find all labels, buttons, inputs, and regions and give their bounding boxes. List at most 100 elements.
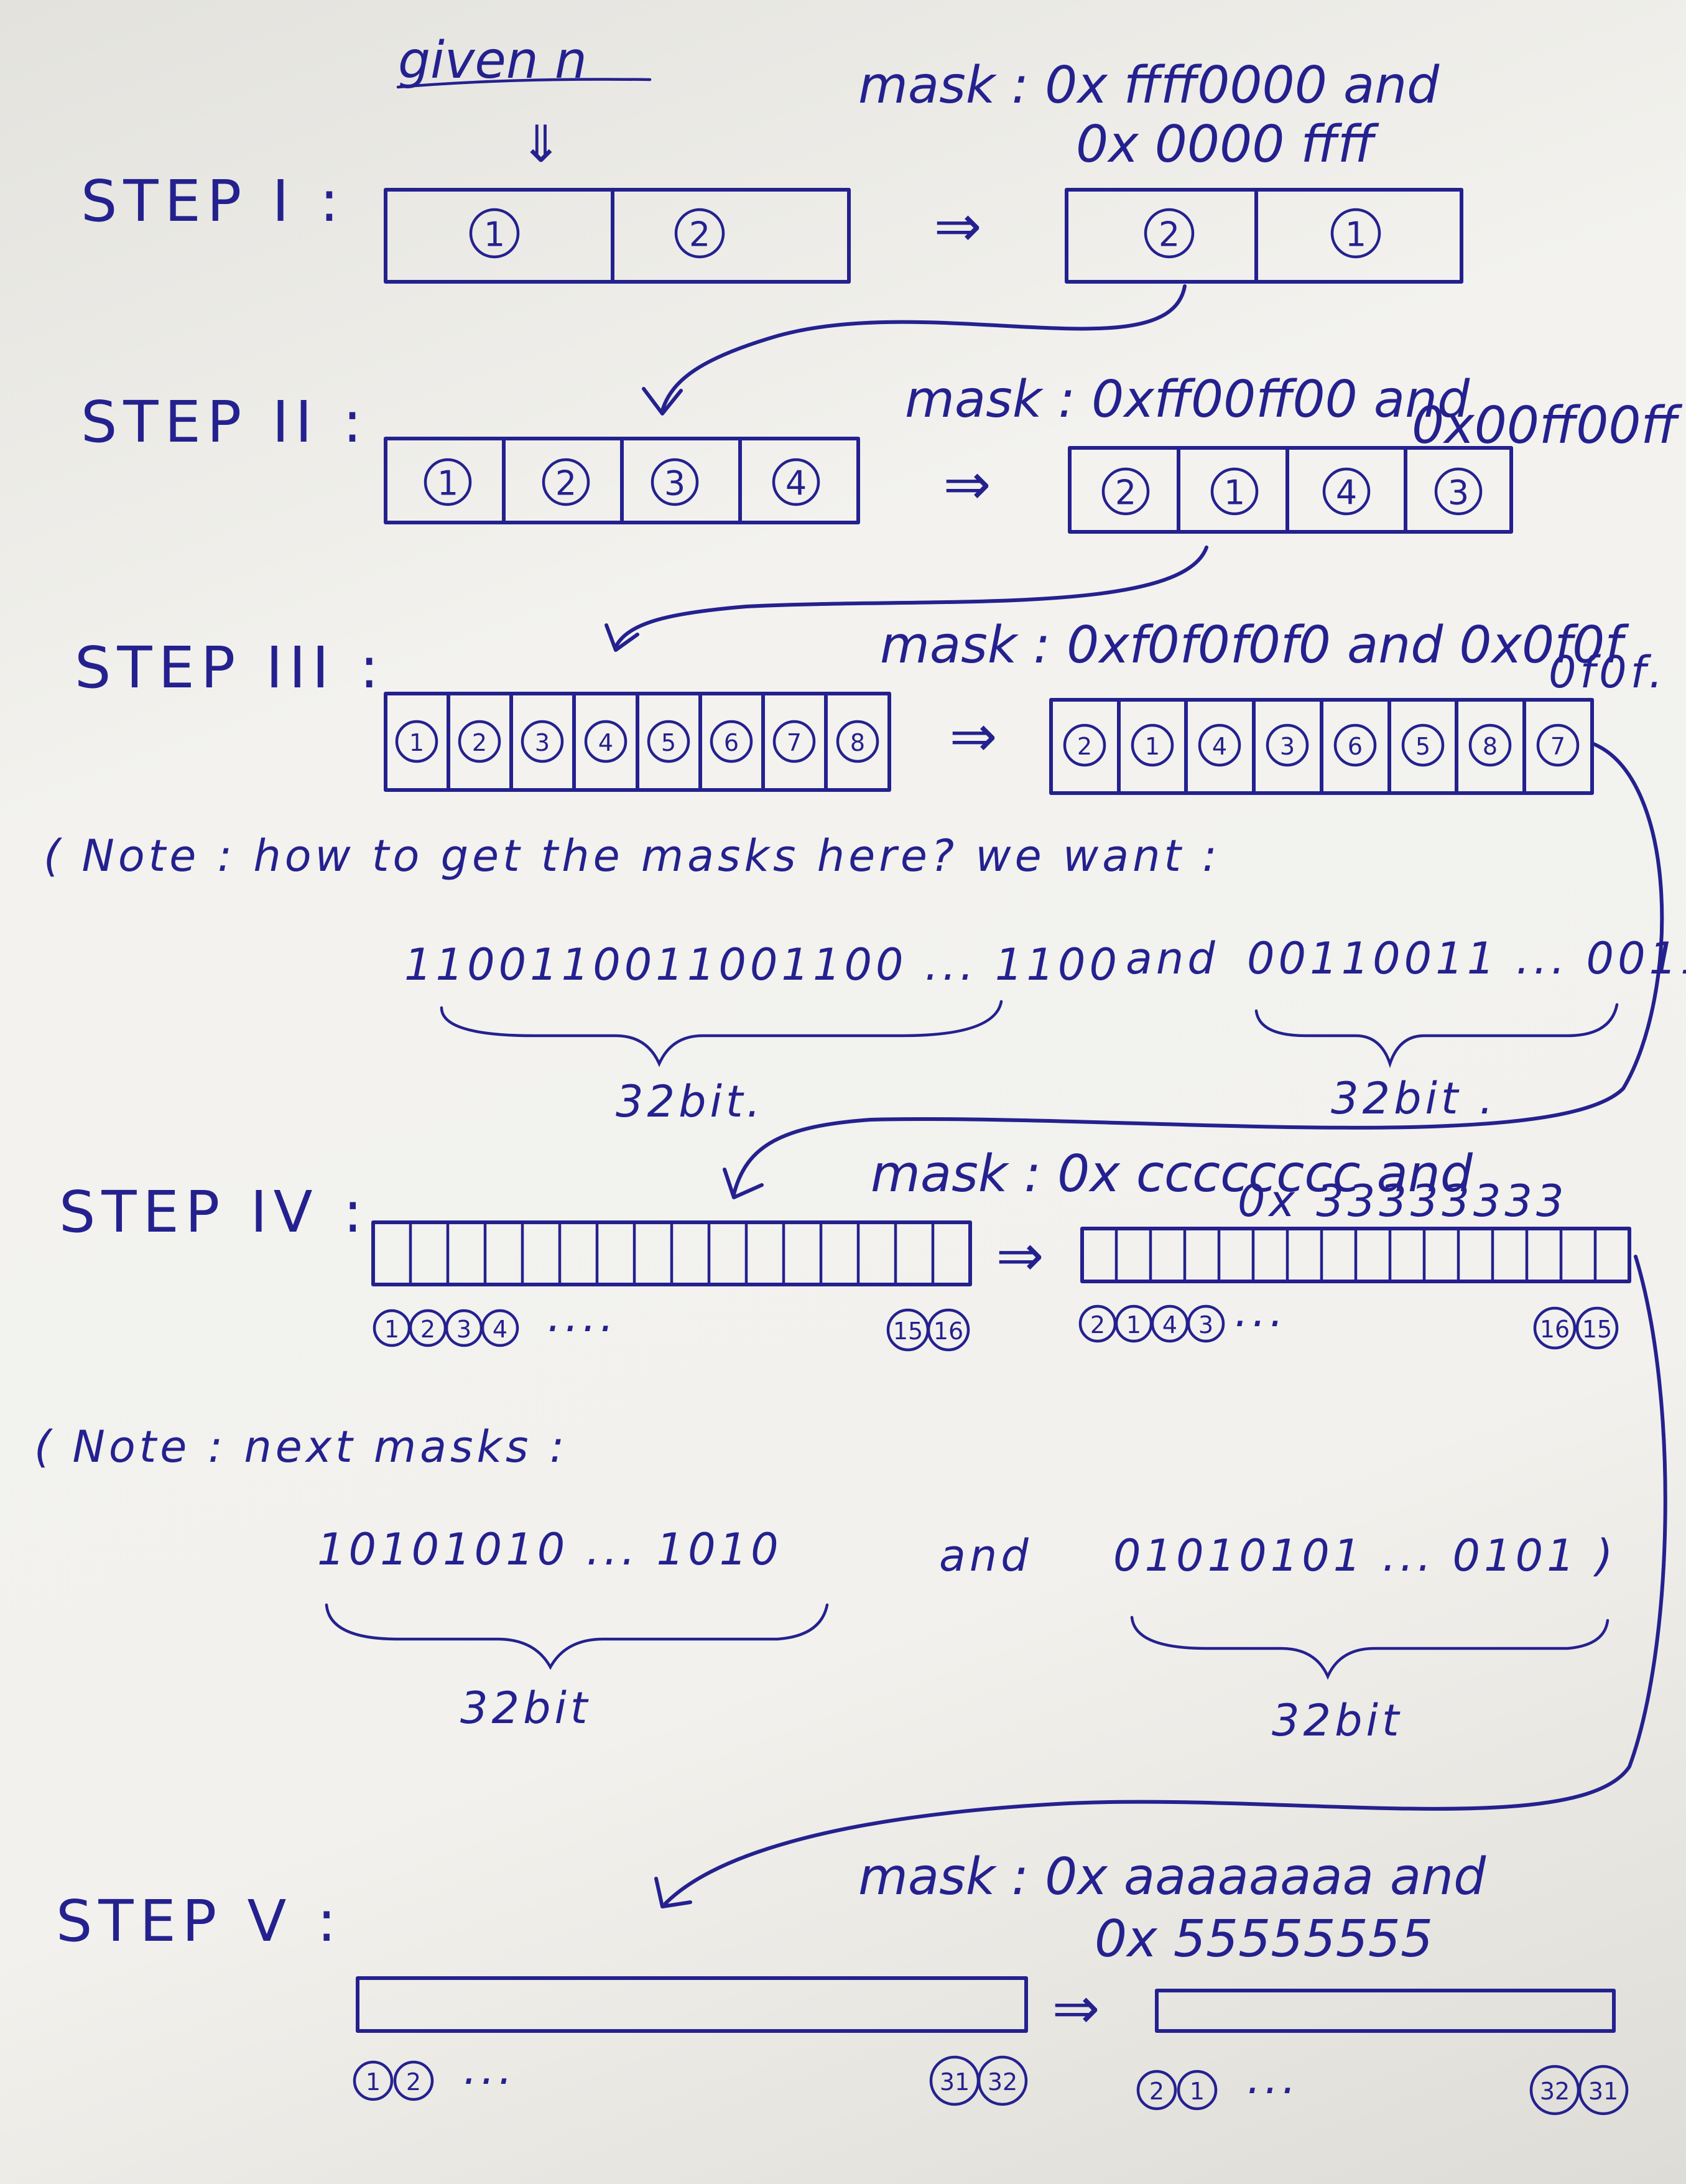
step-4-before-end-bit: 15	[886, 1308, 930, 1352]
svg-text:2: 2	[1077, 733, 1092, 760]
svg-text:1: 1	[384, 1316, 399, 1343]
step-2-before-slot: 2	[542, 458, 590, 506]
svg-text:3: 3	[535, 729, 550, 756]
svg-text:3: 3	[664, 464, 685, 503]
note-2-brace-b	[1130, 1615, 1610, 1680]
step-3-after-dividers	[1117, 698, 1526, 795]
step-5-before-end-bit: 31	[929, 2055, 980, 2106]
note-1-bits-b: 32bit .	[1331, 1073, 1497, 1124]
step-3-after-slot: 1	[1131, 723, 1174, 767]
step-5-after-end-bit: 31	[1578, 2065, 1629, 2116]
svg-text:7: 7	[787, 729, 802, 756]
step-5-mask-line2: 0x 55555555	[1095, 1910, 1433, 1969]
svg-text:8: 8	[1483, 733, 1498, 760]
step-3-before-dividers	[447, 692, 828, 792]
step-3-after-slot: 8	[1468, 723, 1512, 767]
step-3-before-slot: 1	[395, 720, 438, 763]
step-1-mask-line2: 0x 0000 ffff	[1076, 115, 1379, 174]
step-4-before-start-bit: 1	[373, 1309, 411, 1347]
note-2-pattern-a: 10101010 ... 1010	[317, 1524, 782, 1575]
step-1-before-slot: 1	[469, 208, 520, 259]
step-2-mask-line1: mask : 0xff00ff00 and	[905, 370, 1470, 429]
step-2-after-register	[1068, 446, 1513, 534]
step-3-before-slot: 2	[458, 720, 501, 763]
svg-text:1: 1	[366, 2068, 381, 2096]
step-4-to-5-arrowhead	[654, 1877, 692, 1908]
note-2-brace-a	[325, 1603, 829, 1670]
step-3-before-slot: 6	[710, 720, 753, 763]
svg-text:4: 4	[785, 464, 807, 503]
step-4-label: STEP IV :	[59, 1179, 369, 1245]
step-1-before-slot: 2	[674, 208, 725, 259]
svg-text:3: 3	[456, 1316, 471, 1343]
step-3-before-slot: 8	[836, 720, 879, 763]
step-4-before-start-bit: 2	[409, 1309, 447, 1347]
step-1-to-2-curve	[660, 284, 1187, 412]
svg-text:5: 5	[1415, 733, 1430, 760]
step-3-to-4-arrowhead	[723, 1168, 764, 1199]
step-4-before-start-bit: 3	[445, 1309, 483, 1347]
svg-text:2: 2	[1159, 215, 1180, 254]
note-2-pattern-b: 01010101 ... 0101 )	[1113, 1530, 1616, 1581]
step-4-after-end-bit: 16	[1533, 1306, 1577, 1350]
step-3-after-slot: 2	[1063, 723, 1106, 767]
step-3-before-slot: 4	[584, 720, 628, 763]
svg-text:32: 32	[988, 2068, 1017, 2096]
step-4-after-end-bit: 15	[1575, 1306, 1619, 1350]
svg-text:2: 2	[1115, 473, 1136, 513]
step-2-after-slot: 3	[1434, 467, 1483, 516]
svg-text:5: 5	[661, 729, 676, 756]
step-2-before-slot: 3	[651, 458, 699, 506]
note-1-brace-b	[1254, 1003, 1619, 1069]
step-4-after-start-bit: 4	[1151, 1304, 1189, 1343]
svg-text:6: 6	[1348, 733, 1363, 760]
svg-text:1: 1	[1224, 473, 1245, 513]
svg-text:1: 1	[1126, 1311, 1141, 1339]
step-1-before-register	[384, 188, 851, 284]
step-1-after-slot: 1	[1330, 208, 1381, 259]
svg-text:16: 16	[933, 1317, 963, 1345]
step-4-after-start-bit: 1	[1114, 1304, 1153, 1343]
step-4-before-start-bit: 4	[481, 1309, 519, 1347]
svg-text:15: 15	[1582, 1316, 1612, 1343]
step-1-transform-arrow: ⇒	[933, 193, 988, 259]
note-2-joiner: and	[939, 1530, 1032, 1581]
svg-text:2: 2	[555, 464, 577, 503]
step-1-label: STEP I :	[81, 168, 345, 235]
step-3-before-slot: 7	[772, 720, 816, 763]
step-2-to-3-curve	[614, 546, 1208, 649]
step-2-to-3-arrowhead	[604, 623, 639, 652]
step-5-transform-arrow: ⇒	[1052, 1975, 1106, 2042]
step-4-after-start-bit: 2	[1078, 1304, 1117, 1343]
svg-text:15: 15	[893, 1317, 923, 1345]
step-2-transform-arrow: ⇒	[943, 451, 997, 518]
step-2-after-slot: 2	[1101, 467, 1150, 516]
note-1-pattern-b: 00110011 ... 0011 )	[1247, 933, 1686, 984]
svg-text:4: 4	[1212, 733, 1227, 760]
svg-text:2: 2	[1090, 1311, 1105, 1339]
given-underline	[396, 78, 652, 89]
step-5-before-end-bit: 32	[977, 2055, 1028, 2106]
step-4-before-ellipsis: ....	[547, 1291, 618, 1342]
step-3-after-slot: 3	[1266, 723, 1309, 767]
note-1-brace-a	[440, 1000, 1003, 1067]
step-4-after-ellipsis: ...	[1234, 1286, 1287, 1337]
step-3-mask-line1: mask : 0xf0f0f0f0 and 0x0f0f	[880, 616, 1629, 675]
step-5-label: STEP V :	[56, 1888, 343, 1954]
svg-text:1: 1	[1345, 215, 1366, 254]
step-3-after-slot: 4	[1198, 723, 1241, 767]
step-5-after-start-bit: 2	[1136, 2070, 1177, 2111]
step-3-label: STEP III :	[75, 634, 385, 701]
svg-text:32: 32	[1540, 2078, 1570, 2105]
step-4-after-start-bit: 3	[1187, 1304, 1225, 1343]
step-3-after-slot: 6	[1333, 723, 1377, 767]
step-5-after-ellipsis: ...	[1247, 2053, 1300, 2104]
note-1-intro: ( Note : how to get the masks here? we w…	[44, 830, 1221, 881]
note-2-bits-a: 32bit	[460, 1683, 591, 1734]
step-4-before-dividers	[409, 1220, 935, 1286]
note-2-bits-b: 32bit	[1272, 1695, 1402, 1746]
note-1-pattern-a: 1100110011001100 ... 1100	[404, 939, 1121, 990]
svg-text:3: 3	[1280, 733, 1295, 760]
step-4-before-end-bit: 16	[927, 1308, 970, 1352]
